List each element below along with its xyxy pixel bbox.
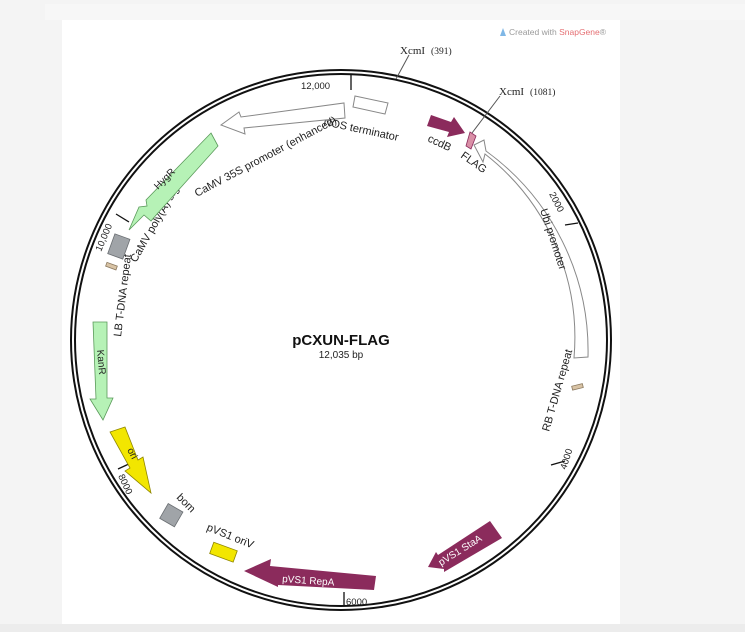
feature-label: CaMV 35S promoter (enhanced) bbox=[193, 114, 339, 199]
backbone-outer bbox=[70, 69, 612, 611]
page-bottom-strip bbox=[0, 624, 745, 632]
feature-camv-35s-promoter[interactable]: CaMV 35S promoter (enhanced) bbox=[193, 102, 346, 200]
watermark-prefix: Created with bbox=[509, 27, 559, 37]
feature-ori[interactable]: ori bbox=[109, 426, 152, 495]
snapgene-watermark: Created with SnapGene® bbox=[500, 27, 607, 37]
svg-text:XcmI(391): XcmI (391) bbox=[400, 45, 452, 57]
watermark-brand: SnapGene bbox=[559, 27, 600, 37]
site-leader-line bbox=[395, 54, 410, 80]
feature-ubi-promoter[interactable]: Ubi promoter bbox=[473, 139, 589, 359]
plasmid-name: pCXUN-FLAG bbox=[292, 332, 390, 349]
site-name: XcmI bbox=[400, 45, 425, 57]
watermark-mark: ® bbox=[600, 27, 607, 37]
site-xcmi-1081[interactable]: XcmI (1081) bbox=[471, 86, 555, 134]
feature-label: pVS1 RepA bbox=[282, 574, 335, 589]
feature-pvs1-repa[interactable]: pVS1 RepA bbox=[244, 559, 376, 590]
page-top-strip bbox=[45, 4, 745, 20]
feature-pvs1-oriv[interactable]: pVS1 oriV bbox=[205, 522, 256, 563]
snapgene-logo-icon bbox=[500, 28, 506, 36]
feature-kanr[interactable]: KanR bbox=[89, 321, 114, 421]
tick-label-4000: 4000 bbox=[558, 447, 575, 471]
feature-bom[interactable]: bom bbox=[159, 492, 198, 528]
plasmid-length: 12,035 bp bbox=[319, 350, 364, 361]
feature-label: KanR bbox=[94, 349, 107, 375]
feature-ccdb[interactable]: ccdB bbox=[426, 115, 465, 154]
site-name: XcmI bbox=[499, 86, 524, 98]
site-position: (1081) bbox=[530, 87, 555, 98]
feature-label: RB T-DNA repeat bbox=[540, 348, 575, 433]
svg-text:Created with SnapGene®: Created with SnapGene® bbox=[509, 27, 607, 37]
site-xcmi-391[interactable]: XcmI (391) bbox=[395, 45, 452, 80]
backbone-inner bbox=[74, 73, 608, 607]
tick-label-6000: 6000 bbox=[346, 597, 367, 608]
tick-label-12000: 12,000 bbox=[301, 81, 330, 92]
feature-rb-tdna-repeat[interactable]: RB T-DNA repeat bbox=[540, 348, 584, 433]
feature-lb-tdna-repeat[interactable]: LB T-DNA repeat bbox=[105, 254, 134, 338]
svg-text:XcmI(1081): XcmI (1081) bbox=[499, 86, 555, 98]
feature-label: ori bbox=[124, 446, 139, 461]
site-position: (391) bbox=[431, 46, 452, 57]
feature-label: Ubi promoter bbox=[537, 207, 568, 271]
feature-hygr[interactable]: HygR bbox=[128, 132, 219, 231]
site-leader-line bbox=[471, 95, 501, 134]
